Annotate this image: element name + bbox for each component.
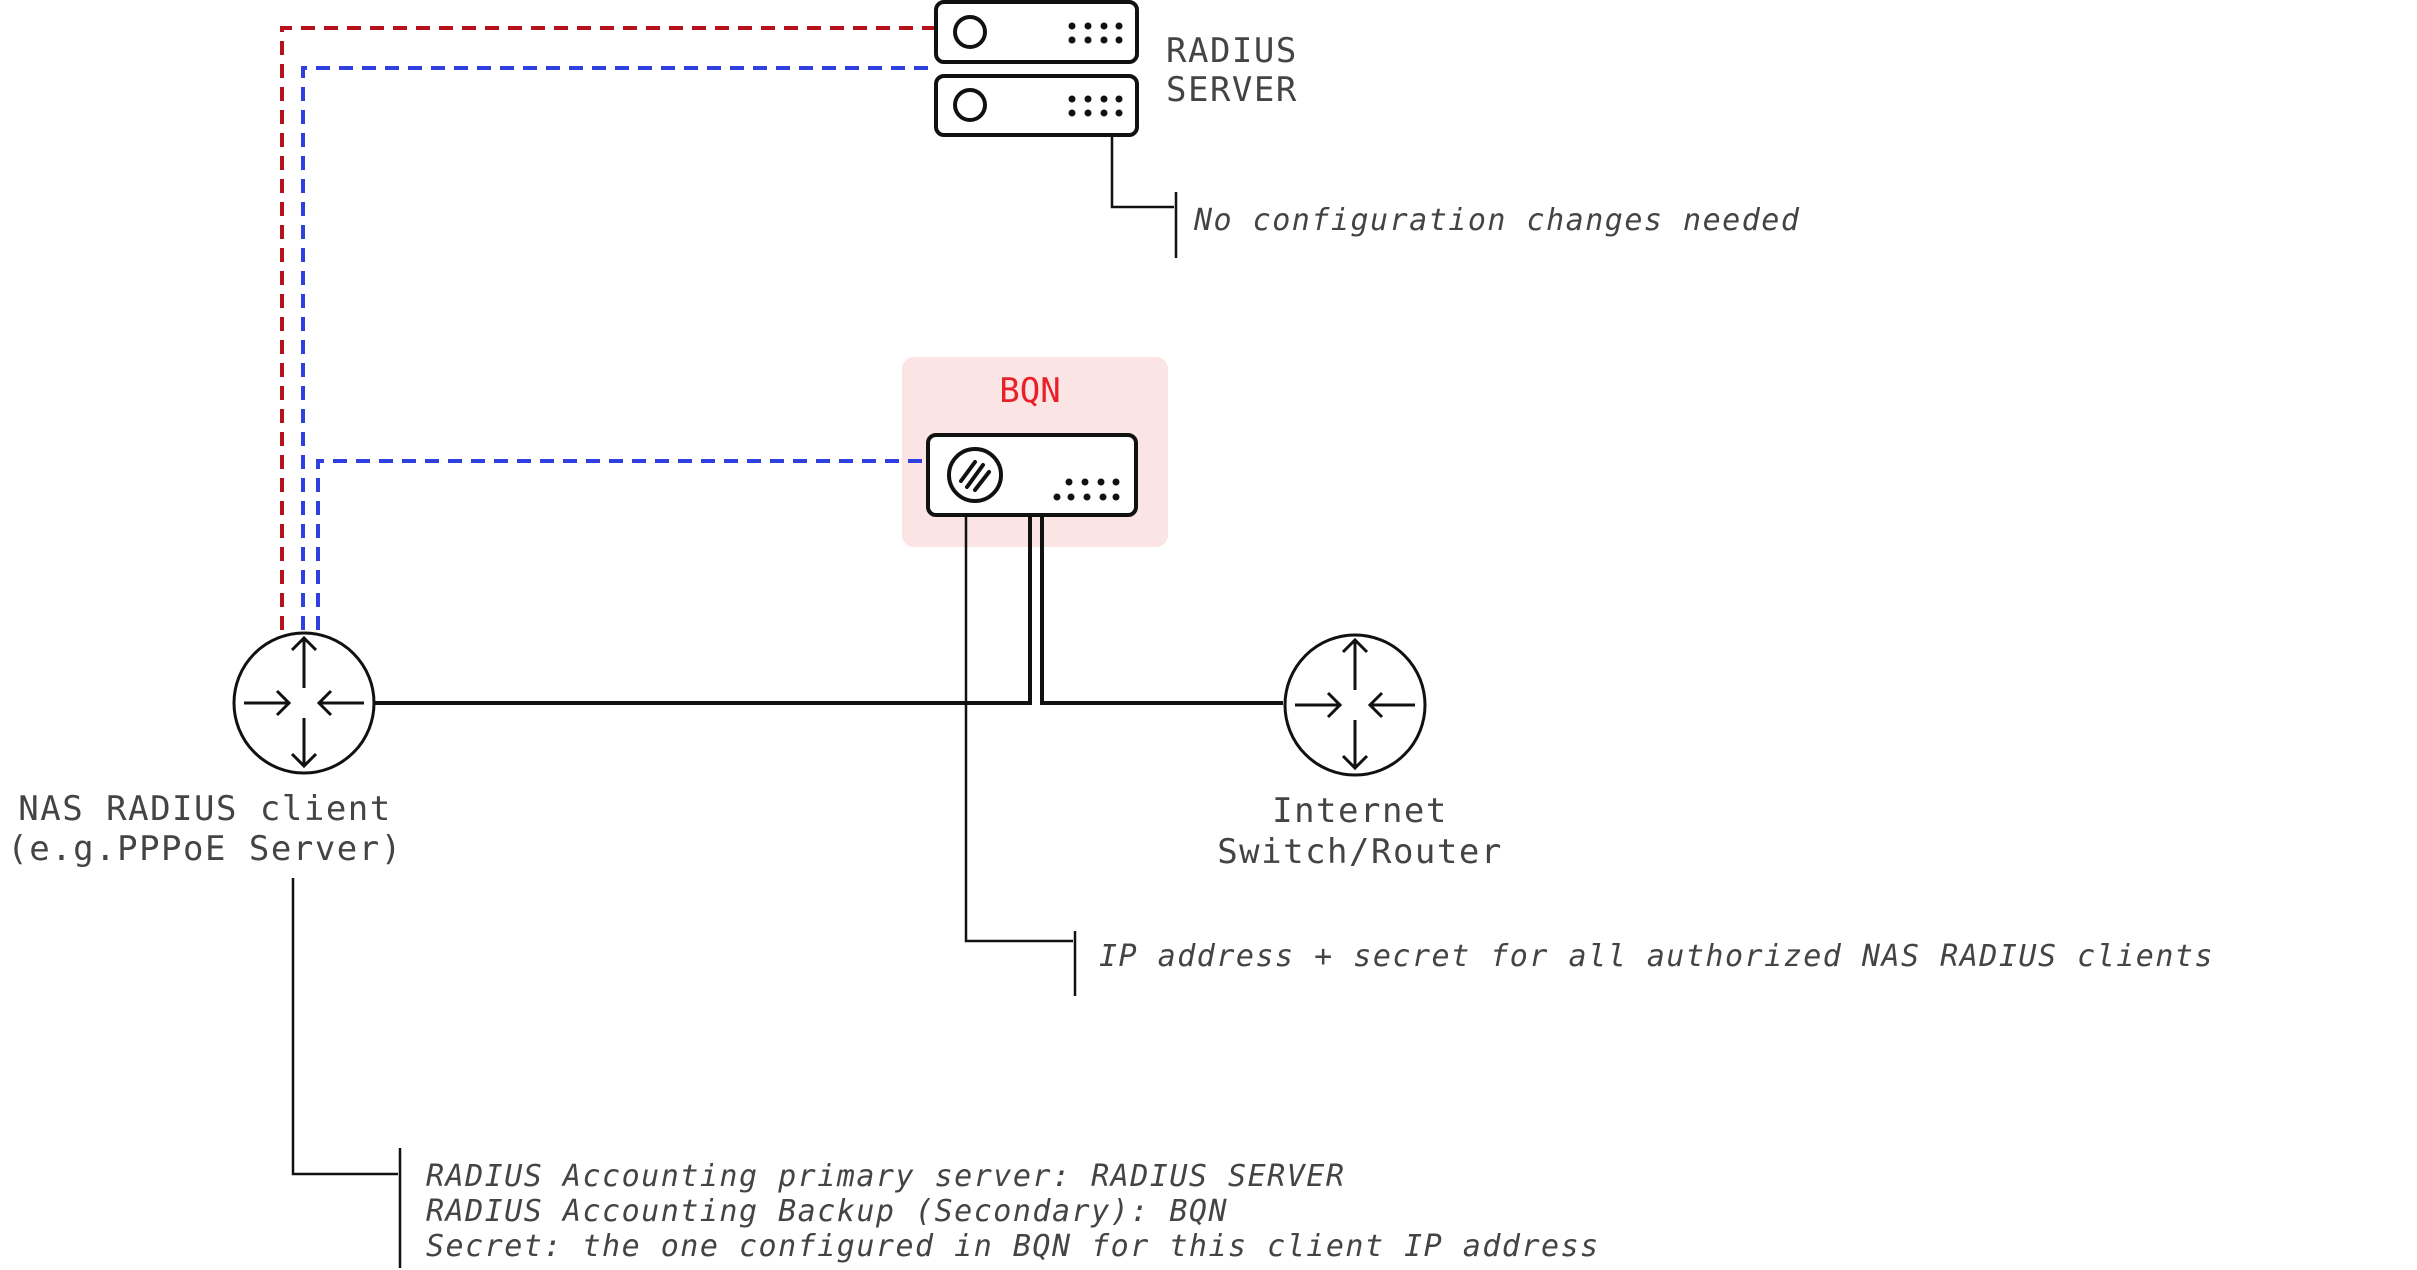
bqn-note-leader <box>964 517 1077 996</box>
nas-client-label-line2: (e.g.PPPoE Server) <box>7 829 402 869</box>
auth-link-to-radius-server <box>301 66 935 630</box>
nas-note-line1: RADIUS Accounting primary server: RADIUS… <box>426 1159 1345 1194</box>
link-bqn-to-internet <box>1040 517 1283 705</box>
nas-note-leader <box>291 878 402 1268</box>
link-nas-to-bqn <box>373 517 1032 705</box>
nas-client-label-line1: NAS RADIUS client <box>18 789 392 829</box>
bqn-appliance-icon <box>926 433 1138 517</box>
radius-server-label-line2: SERVER <box>1166 70 1298 110</box>
bqn-note: IP address + secret for all authorized N… <box>1099 939 2214 974</box>
radius-server-note: No configuration changes needed <box>1193 203 1800 238</box>
router-icon <box>232 631 376 775</box>
nas-note-line2: RADIUS Accounting Backup (Secondary): BQ… <box>426 1194 1228 1229</box>
nas-note-line3: Secret: the one configured in BQN for th… <box>426 1229 1600 1264</box>
internet-router-label-line1: Internet <box>1272 791 1448 831</box>
network-links <box>373 517 1283 705</box>
bqn-label: BQN <box>999 371 1060 411</box>
radius-server-label-line1: RADIUS <box>1166 31 1298 71</box>
radius-server-note-leader <box>1110 137 1178 258</box>
accounting-backup-link-to-bqn <box>316 459 926 630</box>
internet-router-label-line2: Switch/Router <box>1217 832 1503 872</box>
router-icon <box>1283 633 1427 777</box>
accounting-primary-link <box>280 26 935 630</box>
server-stack-icon <box>934 0 1139 137</box>
server-indicator-dots <box>1068 22 1123 117</box>
